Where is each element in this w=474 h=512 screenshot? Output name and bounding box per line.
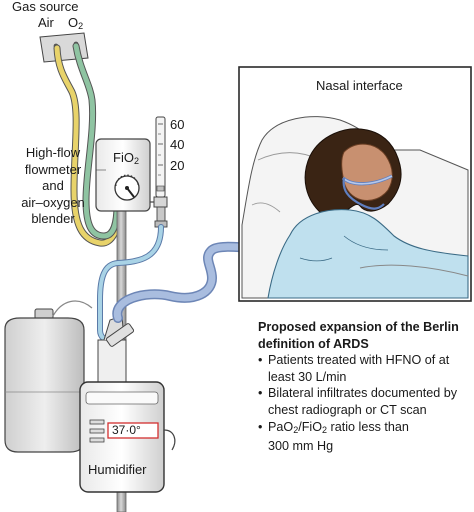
- temperature-display: [107, 422, 159, 439]
- blender-label-line: flowmeter: [24, 161, 82, 177]
- flowmeter-tick-20: 20: [170, 158, 185, 173]
- ards-bullet-list: Patients treated with HFNO of at least 3…: [258, 352, 472, 455]
- flowmeter-tick-60: 60: [170, 117, 185, 132]
- ards-criteria: Proposed expansion of the Berlin definit…: [258, 319, 472, 455]
- flowmeter: [150, 116, 168, 228]
- water-jug: [4, 300, 93, 453]
- supply-tube: [97, 224, 164, 344]
- oxygen-blender: [95, 138, 151, 212]
- ards-title-line: Proposed expansion of the Berlin: [258, 320, 459, 334]
- flowmeter-tick-40: 40: [170, 137, 185, 152]
- ards-title-line: definition of ARDS: [258, 336, 369, 351]
- air-label: Air: [38, 15, 54, 30]
- blender-label-line: and: [42, 178, 64, 193]
- humidifier-device: [79, 315, 176, 493]
- blender-label-line: High-flow: [25, 145, 81, 160]
- blender-label: High-flow flowmeter and air–oxygen blend…: [0, 145, 106, 228]
- blender-label-line: blender: [31, 211, 75, 226]
- humidifier-display-value: 37·0°: [112, 423, 141, 437]
- ards-bullet: Patients treated with HFNO of at least 3…: [258, 352, 472, 385]
- nasal-interface-label: Nasal interface: [316, 78, 403, 93]
- oxygen-label: O2: [68, 15, 84, 31]
- fio2-label: FiO2: [113, 150, 139, 166]
- ards-bullet: PaO2/FiO2 ratio less than 300 mm Hg: [258, 419, 472, 455]
- ards-bullet: Bilateral infiltrates documented by ches…: [258, 385, 472, 418]
- patient-panel: [238, 66, 472, 302]
- circuit-connector: [105, 323, 135, 347]
- humidifier-label: Humidifier: [88, 462, 147, 477]
- gas-supply-hoses: [53, 42, 124, 247]
- blender-label-line: air–oxygen: [21, 194, 85, 210]
- gas-source-title: Gas source: [12, 0, 79, 14]
